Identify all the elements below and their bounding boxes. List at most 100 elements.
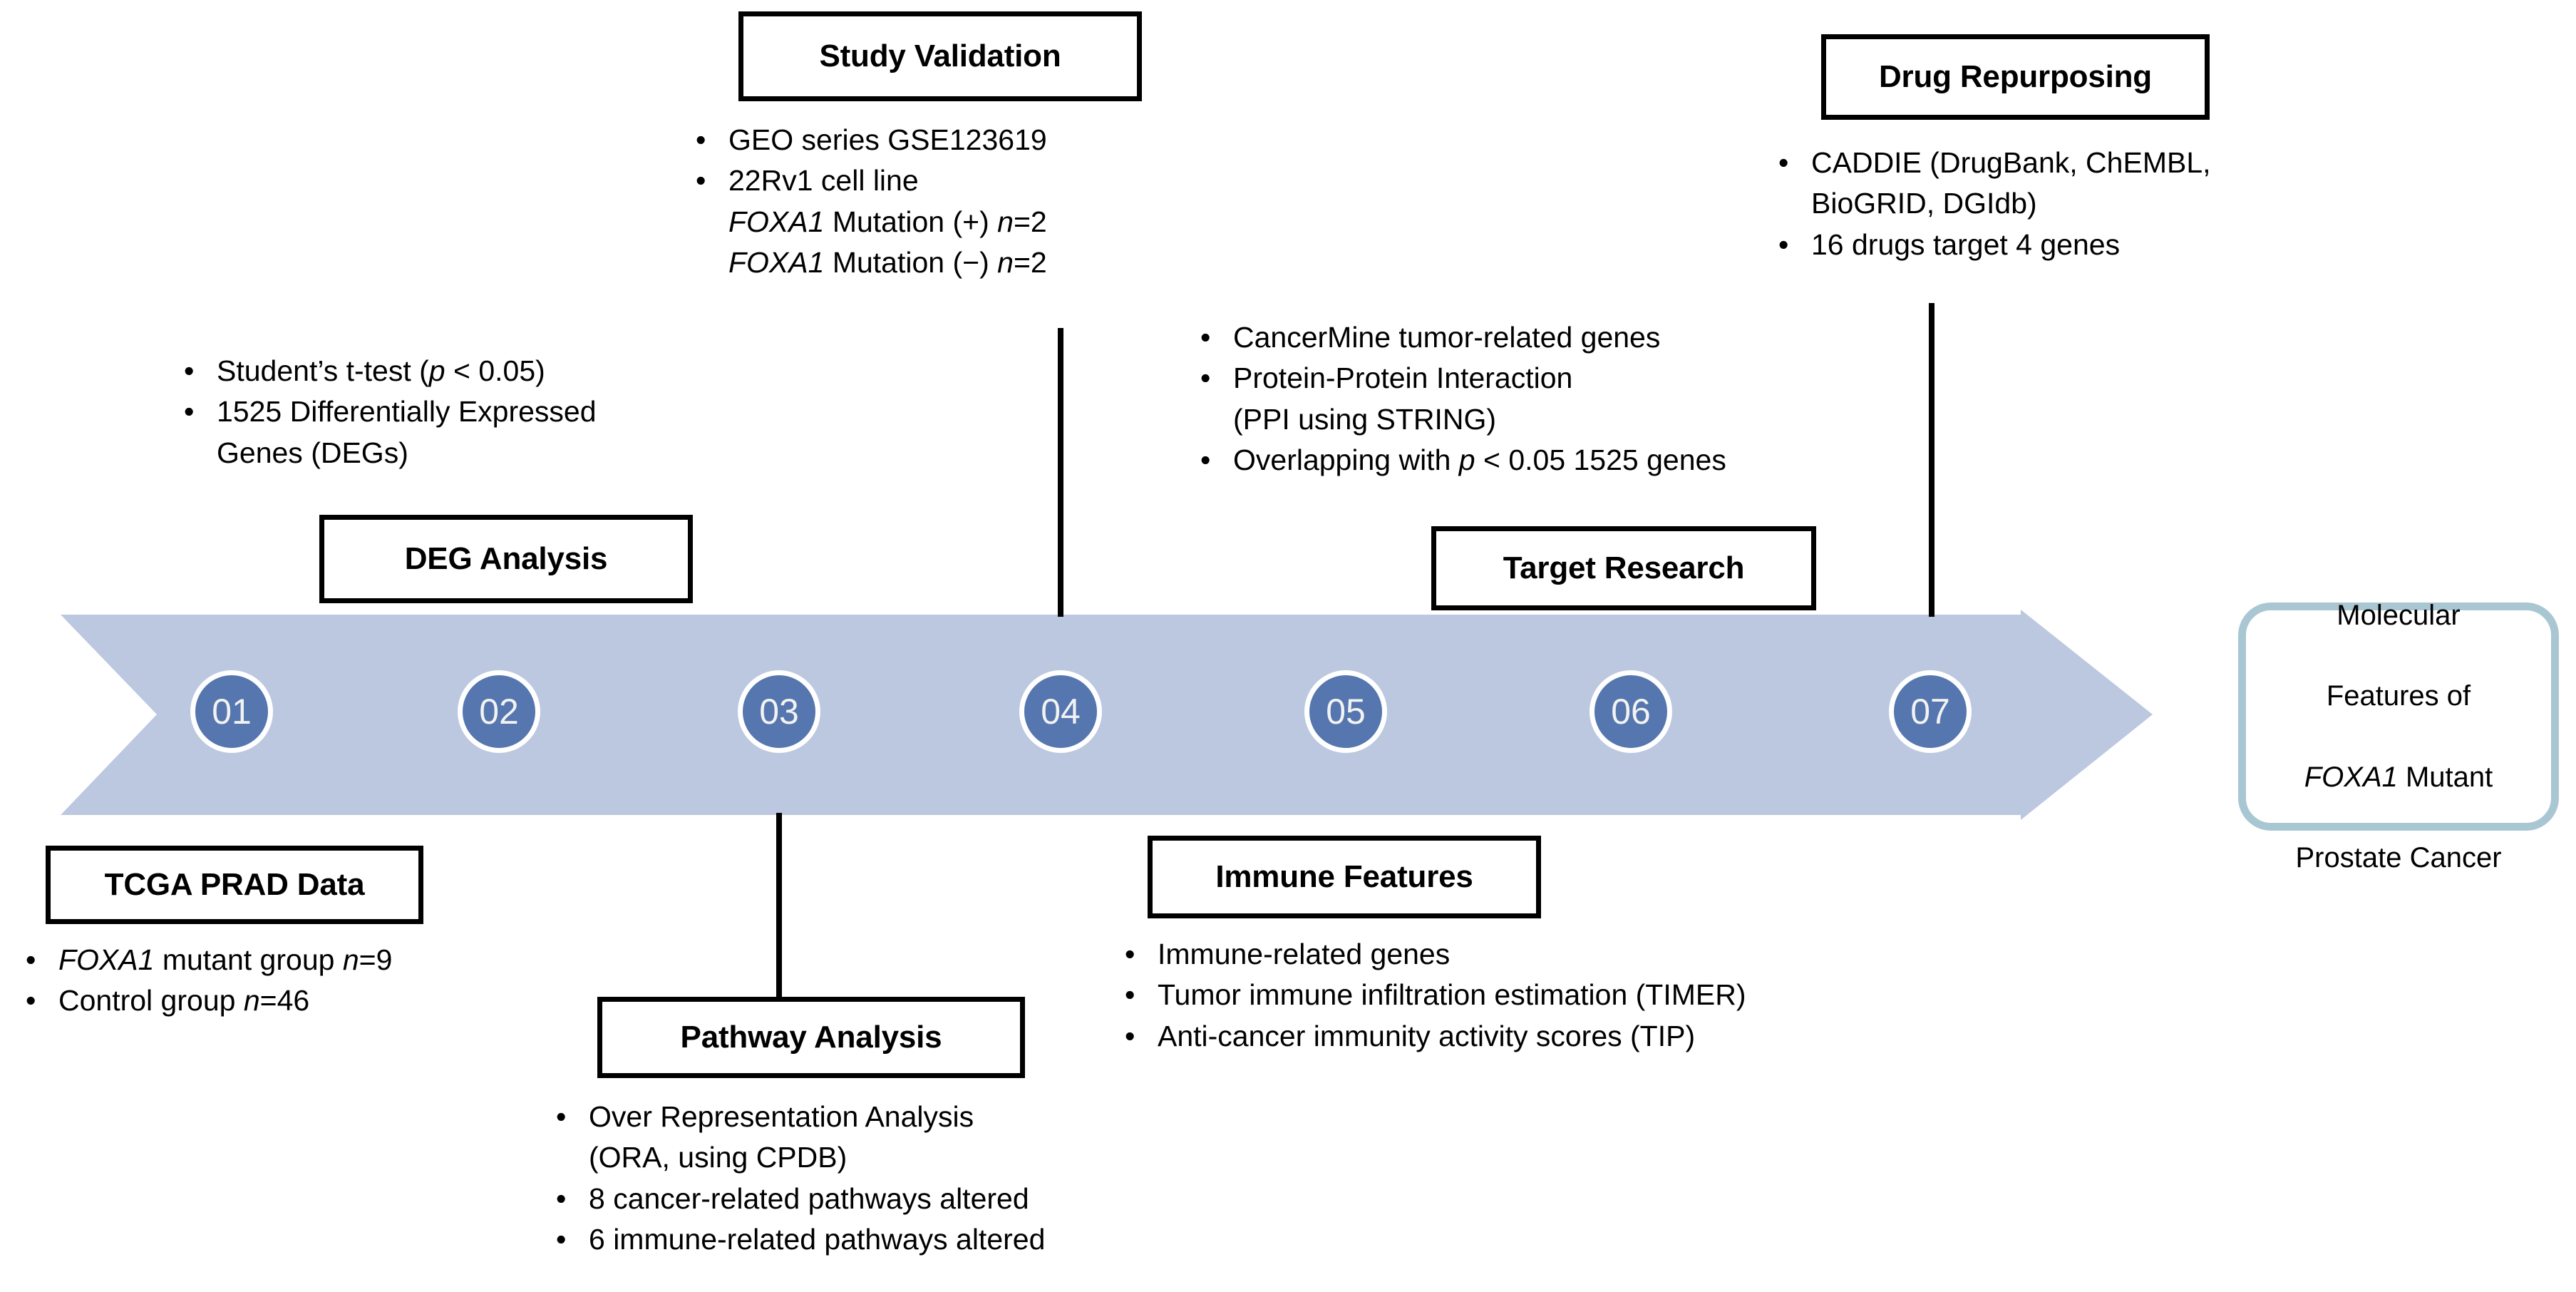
list-item-sub: • FOXA1 Mutation (−) n=2 — [696, 242, 1237, 283]
list-item-text: Over Representation Analysis (ORA, using… — [589, 1100, 974, 1174]
list-item: • Anti-cancer immunity activity scores (… — [1125, 1016, 1966, 1057]
list-item: • GEO series GSE123619 — [696, 120, 1237, 160]
bullet-glyph: • — [1778, 227, 1789, 261]
list-item: • Tumor immune infiltration estimation (… — [1125, 975, 1966, 1015]
process-arrow — [0, 610, 2153, 820]
bullet-glyph: • — [1125, 1019, 1135, 1052]
stage-label-target-research: Target Research — [1431, 526, 1816, 610]
list-item: • Protein-Protein Interaction (PPI using… — [1200, 358, 1920, 440]
stage-label-text: Study Validation — [819, 39, 1061, 73]
step-number: 01 — [212, 692, 252, 732]
list-item-text: 1525 Differentially Expressed Genes (DEG… — [217, 395, 597, 469]
bullets-target-research: • CancerMine tumor-related genes • Prote… — [1200, 317, 1920, 481]
bullet-glyph: • — [26, 984, 36, 1017]
step-circle-07[interactable]: 07 — [1889, 670, 1972, 753]
list-item-text: Tumor immune infiltration estimation (TI… — [1158, 978, 1746, 1012]
stage-label-text: Immune Features — [1215, 859, 1473, 894]
bullet-glyph: • — [1778, 146, 1789, 179]
step-number: 06 — [1611, 692, 1651, 732]
bullets-study-validation: • GEO series GSE123619 • 22Rv1 cell line… — [696, 120, 1237, 284]
bullet-glyph: • — [1200, 362, 1211, 395]
bullet-glyph: • — [1125, 978, 1135, 1012]
list-item-text: CancerMine tumor-related genes — [1233, 321, 1661, 354]
list-item: • Student’s t-test (p < 0.05) — [184, 351, 726, 391]
stage-label-drug-repurposing: Drug Repurposing — [1821, 34, 2210, 120]
step-number: 04 — [1041, 692, 1081, 732]
list-item: • Control group n=46 — [26, 980, 582, 1021]
gene-name: FOXA1 — [58, 943, 155, 976]
step-circle-02[interactable]: 02 — [458, 670, 540, 753]
bullets-drug-repurposing: • CADDIE (DrugBank, ChEMBL, BioGRID, DGI… — [1778, 143, 2406, 265]
list-item: • 1525 Differentially Expressed Genes (D… — [184, 391, 726, 473]
stage-label-pathway-analysis: Pathway Analysis — [597, 997, 1025, 1078]
bullet-glyph: • — [184, 354, 195, 387]
list-item-text: Anti-cancer immunity activity scores (TI… — [1158, 1019, 1696, 1052]
list-item-text: FOXA1 mutant group n=9 — [58, 943, 393, 976]
bullet-glyph: • — [1200, 444, 1211, 477]
step-circle-03[interactable]: 03 — [738, 670, 820, 753]
list-item-text: 22Rv1 cell line — [728, 164, 919, 198]
gene-name: FOXA1 — [2304, 761, 2398, 793]
step-number: 02 — [479, 692, 519, 732]
bullets-deg-analysis: • Student’s t-test (p < 0.05) • 1525 Dif… — [184, 351, 726, 473]
list-item: • 16 drugs target 4 genes — [1778, 225, 2406, 265]
connector-line-step-07 — [1929, 303, 1934, 617]
list-item-sub: • FOXA1 Mutation (+) n=2 — [696, 202, 1237, 242]
outcome-box: Molecular Features of FOXA1 Mutant Prost… — [2238, 600, 2559, 873]
list-item-text: 6 immune-related pathways altered — [589, 1223, 1046, 1256]
step-circle-05[interactable]: 05 — [1304, 670, 1387, 753]
list-item: • Over Representation Analysis (ORA, usi… — [556, 1097, 1283, 1179]
list-item-text: Student’s t-test (p < 0.05) — [217, 354, 545, 387]
list-item: • CADDIE (DrugBank, ChEMBL, BioGRID, DGI… — [1778, 143, 2406, 225]
list-item-text: Control group n=46 — [58, 984, 310, 1017]
bullet-glyph: • — [696, 123, 706, 156]
bullet-glyph: • — [556, 1181, 567, 1215]
list-item: • Overlapping with p < 0.05 1525 genes — [1200, 440, 1920, 481]
list-item: • 22Rv1 cell line — [696, 160, 1237, 201]
stage-label-study-validation: Study Validation — [738, 11, 1142, 101]
bullet-glyph: • — [1125, 938, 1135, 970]
step-number: 03 — [759, 692, 799, 732]
bullet-glyph: • — [696, 164, 706, 198]
list-item-text: 8 cancer-related pathways altered — [589, 1181, 1029, 1215]
list-item: • Immune-related genes — [1125, 934, 1966, 975]
stage-label-text: TCGA PRAD Data — [104, 867, 365, 902]
bullet-glyph: • — [184, 395, 195, 429]
bullet-glyph: • — [26, 943, 36, 976]
bullets-tcga-prad-data: • FOXA1 mutant group n=9 • Control group… — [26, 940, 582, 1022]
list-item-text: Protein-Protein Interaction (PPI using S… — [1233, 362, 1573, 436]
stage-label-deg-analysis: DEG Analysis — [319, 515, 693, 603]
stage-label-text: DEG Analysis — [404, 541, 608, 576]
bullet-glyph: • — [556, 1100, 567, 1133]
list-item-text: 16 drugs target 4 genes — [1811, 227, 2121, 261]
bullet-glyph: • — [556, 1223, 567, 1256]
list-item: • CancerMine tumor-related genes — [1200, 317, 1920, 358]
list-item: • 6 immune-related pathways altered — [556, 1219, 1283, 1260]
list-item-text: Overlapping with p < 0.05 1525 genes — [1233, 444, 1726, 477]
bullets-pathway-analysis: • Over Representation Analysis (ORA, usi… — [556, 1097, 1283, 1261]
step-number: 07 — [1910, 692, 1950, 732]
bullets-immune-features: • Immune-related genes • Tumor immune in… — [1125, 934, 1966, 1057]
gene-name: FOXA1 — [728, 246, 825, 280]
stage-label-tcga-prad-data: TCGA PRAD Data — [46, 846, 423, 924]
connector-line-step-04 — [1058, 328, 1063, 617]
list-item-text: FOXA1 Mutation (−) n=2 — [728, 246, 1047, 280]
gene-name: FOXA1 — [728, 205, 825, 238]
step-circle-01[interactable]: 01 — [190, 670, 273, 753]
stage-label-text: Pathway Analysis — [680, 1020, 942, 1055]
arrow-shape — [61, 610, 2153, 820]
stage-label-immune-features: Immune Features — [1148, 836, 1541, 918]
step-number: 05 — [1326, 692, 1366, 732]
step-circle-04[interactable]: 04 — [1019, 670, 1102, 753]
list-item-text: GEO series GSE123619 — [728, 123, 1047, 156]
list-item-text: Immune-related genes — [1158, 938, 1451, 970]
list-item-text: CADDIE (DrugBank, ChEMBL, BioGRID, DGIdb… — [1811, 146, 2211, 220]
connector-line-step-03 — [776, 813, 782, 1000]
stage-label-text: Drug Repurposing — [1878, 59, 2152, 94]
outcome-text: Molecular Features of FOXA1 Mutant Prost… — [2295, 599, 2502, 874]
step-circle-06[interactable]: 06 — [1590, 670, 1672, 753]
list-item-text: FOXA1 Mutation (+) n=2 — [728, 205, 1047, 238]
list-item: • 8 cancer-related pathways altered — [556, 1179, 1283, 1219]
bullet-glyph: • — [1200, 321, 1211, 354]
